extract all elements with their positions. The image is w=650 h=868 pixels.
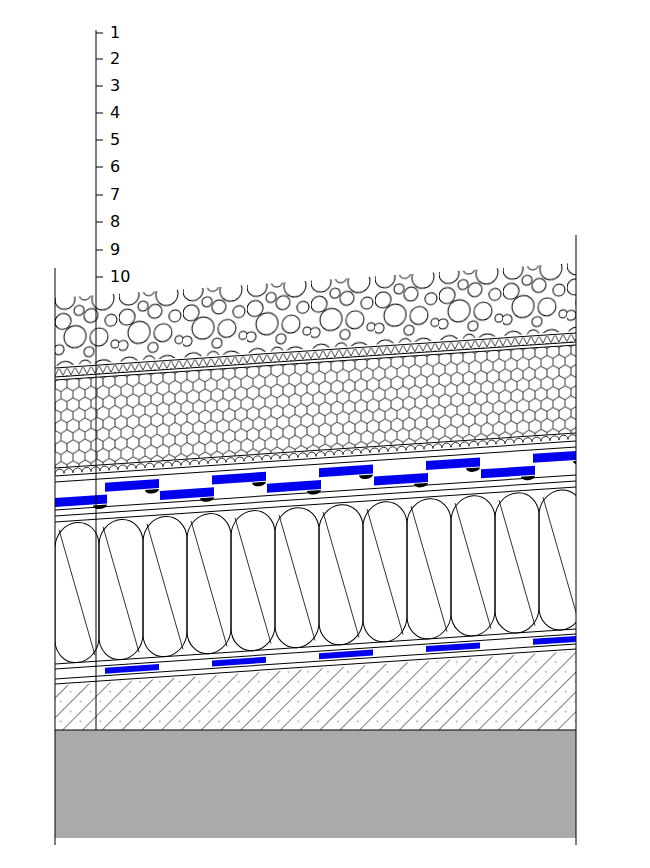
- wool-fibre: [275, 506, 319, 649]
- base-slab: [55, 730, 576, 838]
- bitumen-bead: [466, 467, 480, 472]
- callout-number: 4: [108, 104, 122, 122]
- screed-layer: [55, 651, 576, 730]
- bitumen-bead: [359, 475, 373, 480]
- callout-tick: [96, 195, 103, 196]
- callout-number: 5: [108, 131, 122, 149]
- wool-fibre: [99, 518, 143, 661]
- callout-number: 9: [108, 241, 122, 259]
- vapour-barrier: [105, 628, 576, 674]
- wool-fibre: [539, 488, 576, 631]
- wool-fibre: [147, 521, 183, 651]
- wool-fibre: [191, 518, 227, 648]
- wool-fibre: [367, 507, 403, 637]
- callout-tick: [96, 250, 103, 251]
- wool-fibre: [499, 498, 535, 628]
- callout-number: 7: [108, 186, 122, 204]
- wool-fibre: [235, 515, 271, 645]
- wool-fibre: [495, 491, 539, 634]
- bitumen-bead: [145, 489, 159, 494]
- callout-tick: [96, 33, 103, 34]
- wool-fibre: [279, 513, 315, 643]
- xps-insulation: [55, 342, 576, 468]
- wool-fibre: [103, 524, 139, 654]
- callout-tick: [96, 59, 103, 60]
- callout-axis: [96, 30, 97, 730]
- wool-fibre: [455, 501, 491, 631]
- membrane-overlap: [533, 450, 576, 463]
- wool-fibre: [231, 509, 275, 652]
- callout-tick: [96, 167, 103, 168]
- wool-fibre: [59, 527, 95, 657]
- wool-fibre: [55, 521, 99, 664]
- callout-tick: [96, 86, 103, 87]
- callout-tick: [96, 140, 103, 141]
- callout-number: 8: [108, 213, 122, 231]
- wool-fibre: [323, 510, 359, 640]
- wool-fibre: [411, 504, 447, 634]
- callout-number: 10: [108, 268, 132, 286]
- bitumen-bead: [252, 482, 266, 487]
- barrier-overlap: [533, 635, 576, 645]
- callout-number: 6: [108, 158, 122, 176]
- callout-number: 1: [108, 24, 122, 42]
- thermal-insulation: [55, 486, 576, 664]
- callout-tick: [96, 277, 103, 278]
- wool-fibre: [319, 503, 363, 646]
- wool-fibre: [187, 512, 231, 655]
- callout-tick: [96, 113, 103, 114]
- wool-fibre: [407, 497, 451, 640]
- wool-fibre: [363, 500, 407, 643]
- wool-fibre: [143, 515, 187, 658]
- callout-number: 3: [108, 77, 122, 95]
- wool-fibre: [543, 495, 576, 625]
- callout-tick: [96, 222, 103, 223]
- callout-number: 2: [108, 50, 122, 68]
- wool-fibre: [451, 494, 495, 637]
